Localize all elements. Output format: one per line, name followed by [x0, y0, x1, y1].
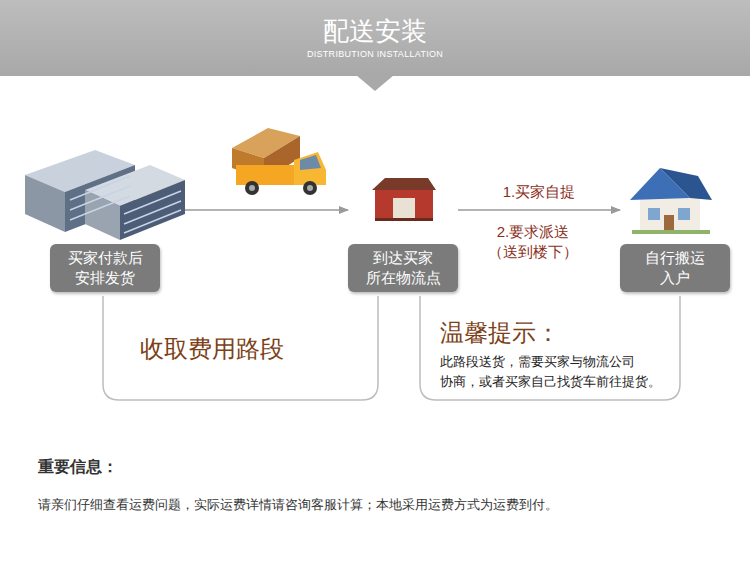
flow-arrow	[185, 209, 348, 211]
tip-heading: 温馨提示：	[440, 318, 560, 348]
header-band	[0, 0, 750, 76]
stage-column: 买家付款后 安排发货	[50, 140, 185, 292]
title: 配送安装	[0, 16, 750, 46]
label-box: 买家付款后 安排发货	[50, 244, 160, 292]
box-text: 买家付款后 安排发货	[64, 248, 146, 288]
depot-icon	[372, 178, 436, 221]
info-heading: 重要信息：	[38, 456, 118, 478]
box-text: 到达买家 所在物流点	[362, 248, 444, 288]
truck-icon	[232, 128, 326, 195]
bracket	[420, 296, 680, 400]
label-box: 到达买家 所在物流点	[348, 244, 458, 292]
tip-text: 此路段送货，需要买家与物流公司 协商，或者买家自己找货车前往提货。	[440, 352, 670, 392]
bracket	[103, 296, 378, 400]
edge-note: 2.要求派送 （送到楼下）	[484, 222, 582, 262]
buildings-icon	[25, 150, 185, 240]
stage-column: 到达买家 所在物流点	[348, 140, 458, 292]
label-box: 自行搬运 入户	[620, 244, 730, 292]
flow-arrow	[458, 209, 620, 211]
stage-column: 自行搬运 入户	[620, 140, 730, 292]
section-label: 收取费用路段	[140, 334, 284, 364]
subtitle: DISTRIBUTION INSTALLATION	[0, 49, 750, 60]
box-text: 自行搬运 入户	[634, 248, 716, 288]
edge-label: 1.买家自提	[501, 182, 578, 202]
header-notch	[356, 75, 394, 91]
house-icon	[630, 168, 712, 234]
info-text: 请亲们仔细查看运费问题，实际运费详情请咨询客服计算；本地采用运费方式为运费到付。	[38, 495, 728, 515]
